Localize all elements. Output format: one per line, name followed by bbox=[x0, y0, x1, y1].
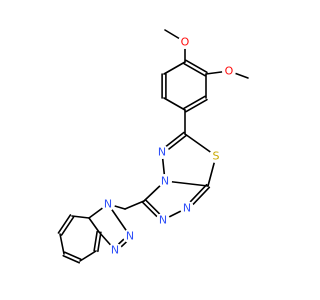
atom-s1: S bbox=[209, 149, 223, 163]
atom-o1: O bbox=[178, 35, 192, 49]
atom-background bbox=[158, 174, 172, 188]
atom-n3: N bbox=[156, 213, 170, 227]
bond-n3-c7a bbox=[164, 180, 209, 187]
bond-b1-b2 bbox=[57, 214, 72, 234]
atom-label-O: O bbox=[181, 36, 190, 49]
atom-label-N: N bbox=[161, 175, 169, 188]
bond-r4-r5 bbox=[163, 97, 186, 111]
bond-r1-r2 bbox=[185, 59, 208, 74]
atom-background bbox=[101, 197, 115, 211]
atom-label-N: N bbox=[183, 202, 191, 215]
atom-label-N: N bbox=[111, 244, 119, 257]
bond-r3-r4 bbox=[185, 98, 208, 113]
bond-b5-c7b bbox=[97, 231, 102, 253]
atom-background bbox=[108, 243, 122, 257]
atom-label-N: N bbox=[126, 230, 134, 243]
bond-c3-ch2 bbox=[124, 200, 145, 210]
atom-n6: N bbox=[123, 229, 137, 243]
bond-c7b-c3b bbox=[88, 217, 100, 233]
atom-n4: N bbox=[158, 174, 172, 188]
bond-lines bbox=[57, 29, 249, 264]
bond-b1-b2 bbox=[60, 216, 75, 236]
bond-b3-b4 bbox=[63, 251, 82, 261]
bond-r3-r4 bbox=[183, 95, 206, 110]
atom-n5: N bbox=[101, 197, 115, 211]
atom-background bbox=[155, 145, 169, 159]
atom-background bbox=[123, 229, 137, 243]
atom-background bbox=[180, 201, 194, 215]
bond-b4-b5 bbox=[79, 250, 97, 262]
atom-n1: N bbox=[155, 145, 169, 159]
bond-b3-b4 bbox=[62, 254, 81, 264]
bond-r6-r1 bbox=[163, 61, 186, 75]
bond-c3b-b1 bbox=[71, 215, 90, 219]
atom-background bbox=[222, 64, 236, 78]
atom-background bbox=[209, 149, 223, 163]
atom-background bbox=[178, 35, 192, 49]
atom-background bbox=[156, 213, 170, 227]
atom-label-S: S bbox=[213, 150, 220, 163]
atom-label-O: O bbox=[225, 65, 234, 78]
atom-label-N: N bbox=[158, 146, 166, 159]
bond-r1-r2 bbox=[183, 62, 206, 77]
atom-n7: N bbox=[108, 243, 122, 257]
atom-label-N: N bbox=[159, 214, 167, 227]
atom-label-N: N bbox=[104, 198, 112, 211]
atom-o2: O bbox=[222, 64, 236, 78]
atom-n2: N bbox=[180, 201, 194, 215]
bond-b5-c7b bbox=[93, 230, 98, 252]
bond-b2-b3 bbox=[59, 233, 65, 255]
